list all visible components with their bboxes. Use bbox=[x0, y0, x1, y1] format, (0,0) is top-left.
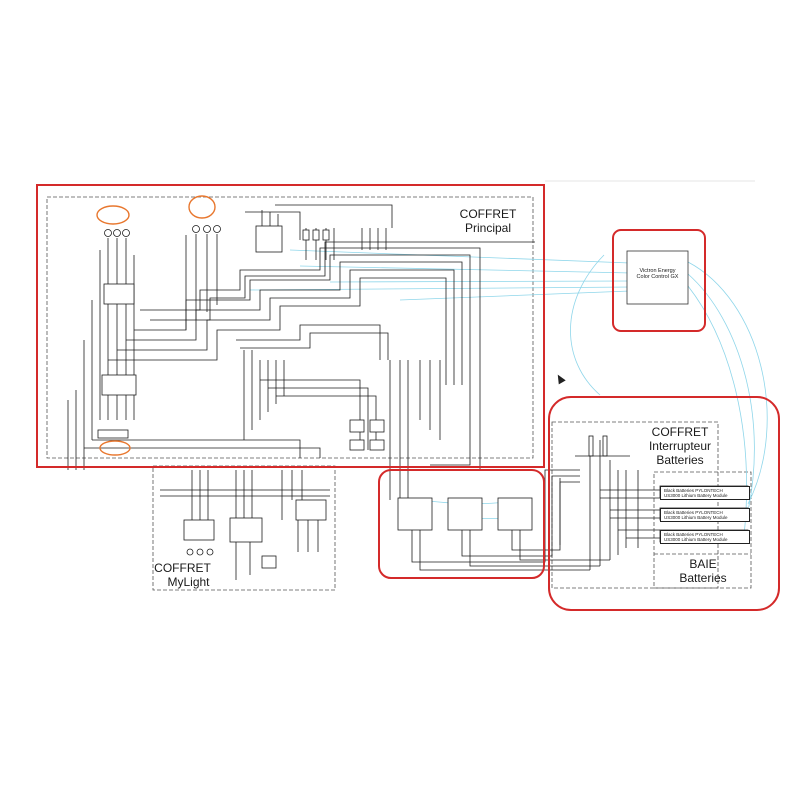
battery-module-1: Black Batteries PYLONTECH US3000 Lithium… bbox=[660, 486, 750, 500]
inverter-3 bbox=[497, 497, 533, 531]
battery-module-3-line1: Black Batteries PYLONTECH bbox=[664, 532, 723, 537]
battery-module-2-line2: US3000 Lithium Battery Module bbox=[664, 515, 728, 521]
coffret-principal-line1: COFFRET bbox=[459, 207, 517, 221]
battery-module-3-line2: US3000 Lithium Battery Module bbox=[664, 537, 728, 543]
mylight-wiring bbox=[160, 470, 330, 580]
breaker-icon bbox=[349, 439, 365, 451]
meter-icon bbox=[192, 225, 200, 233]
highlight-inverters bbox=[378, 469, 545, 579]
coffret-interrupteur-border bbox=[551, 421, 719, 589]
inverter-1 bbox=[397, 497, 433, 531]
coffret-mylight-line2: MyLight bbox=[167, 574, 210, 589]
breaker-icon bbox=[97, 429, 129, 439]
meter-icon bbox=[113, 229, 121, 237]
mylight-module-2 bbox=[229, 517, 263, 543]
red-annotations bbox=[36, 184, 780, 611]
battery-module-2-line1: Black Batteries PYLONTECH bbox=[664, 510, 723, 515]
coffret-interrupteur-line2: Interrupteur bbox=[648, 438, 712, 453]
principal-wiring bbox=[67, 204, 535, 510]
breaker-icon bbox=[101, 374, 137, 396]
coffret-interrupteur-line1: COFFRET bbox=[651, 425, 709, 439]
breaker-icon bbox=[349, 419, 365, 433]
baie-batteries-line1: BAIE bbox=[689, 557, 717, 571]
victron-line1: Victron Energy bbox=[639, 268, 676, 274]
inverter-2 bbox=[447, 497, 483, 531]
meter-icon bbox=[213, 225, 221, 233]
meter-icon bbox=[203, 225, 211, 233]
battery-module-3: Black Batteries PYLONTECH US3000 Lithium… bbox=[660, 530, 750, 544]
meter-icon bbox=[122, 229, 130, 237]
coffret-mylight-line1: COFFRET bbox=[154, 561, 211, 575]
battery-side-wiring bbox=[397, 435, 660, 571]
victron-label: Victron Energy Color Control GX bbox=[627, 268, 688, 281]
breaker-icon bbox=[369, 439, 385, 451]
coffret-mylight-title: COFFRET MyLight bbox=[150, 561, 215, 590]
baie-batteries-line2: Batteries bbox=[679, 570, 727, 585]
breaker-icon bbox=[255, 225, 283, 253]
baie-batteries-title: BAIE Batteries bbox=[664, 557, 742, 586]
coffret-principal-border bbox=[46, 196, 534, 459]
highlight-principal bbox=[36, 184, 545, 468]
coffret-principal-line2: Principal bbox=[464, 220, 512, 235]
highlight-batteries bbox=[548, 396, 780, 611]
mylight-module-3 bbox=[295, 499, 327, 521]
coffret-principal-title: COFFRET Principal bbox=[448, 207, 528, 236]
coffret-interrupteur-line3: Batteries bbox=[656, 452, 704, 467]
victron-line2: Color Control GX bbox=[636, 274, 679, 281]
breaker-icon bbox=[369, 419, 385, 433]
meter-icon bbox=[104, 229, 112, 237]
breaker-icon bbox=[103, 283, 135, 305]
orange-annotations bbox=[96, 195, 216, 456]
mylight-module-1 bbox=[183, 519, 215, 541]
battery-module-1-line2: US3000 Lithium Battery Module bbox=[664, 493, 728, 499]
coffret-interrupteur-title: COFFRET Interrupteur Batteries bbox=[640, 425, 720, 467]
victron-unit bbox=[626, 250, 689, 305]
battery-module-2: Black Batteries PYLONTECH US3000 Lithium… bbox=[660, 508, 750, 522]
highlight-victron bbox=[612, 229, 706, 332]
battery-module-1-line1: Black Batteries PYLONTECH bbox=[664, 488, 723, 493]
